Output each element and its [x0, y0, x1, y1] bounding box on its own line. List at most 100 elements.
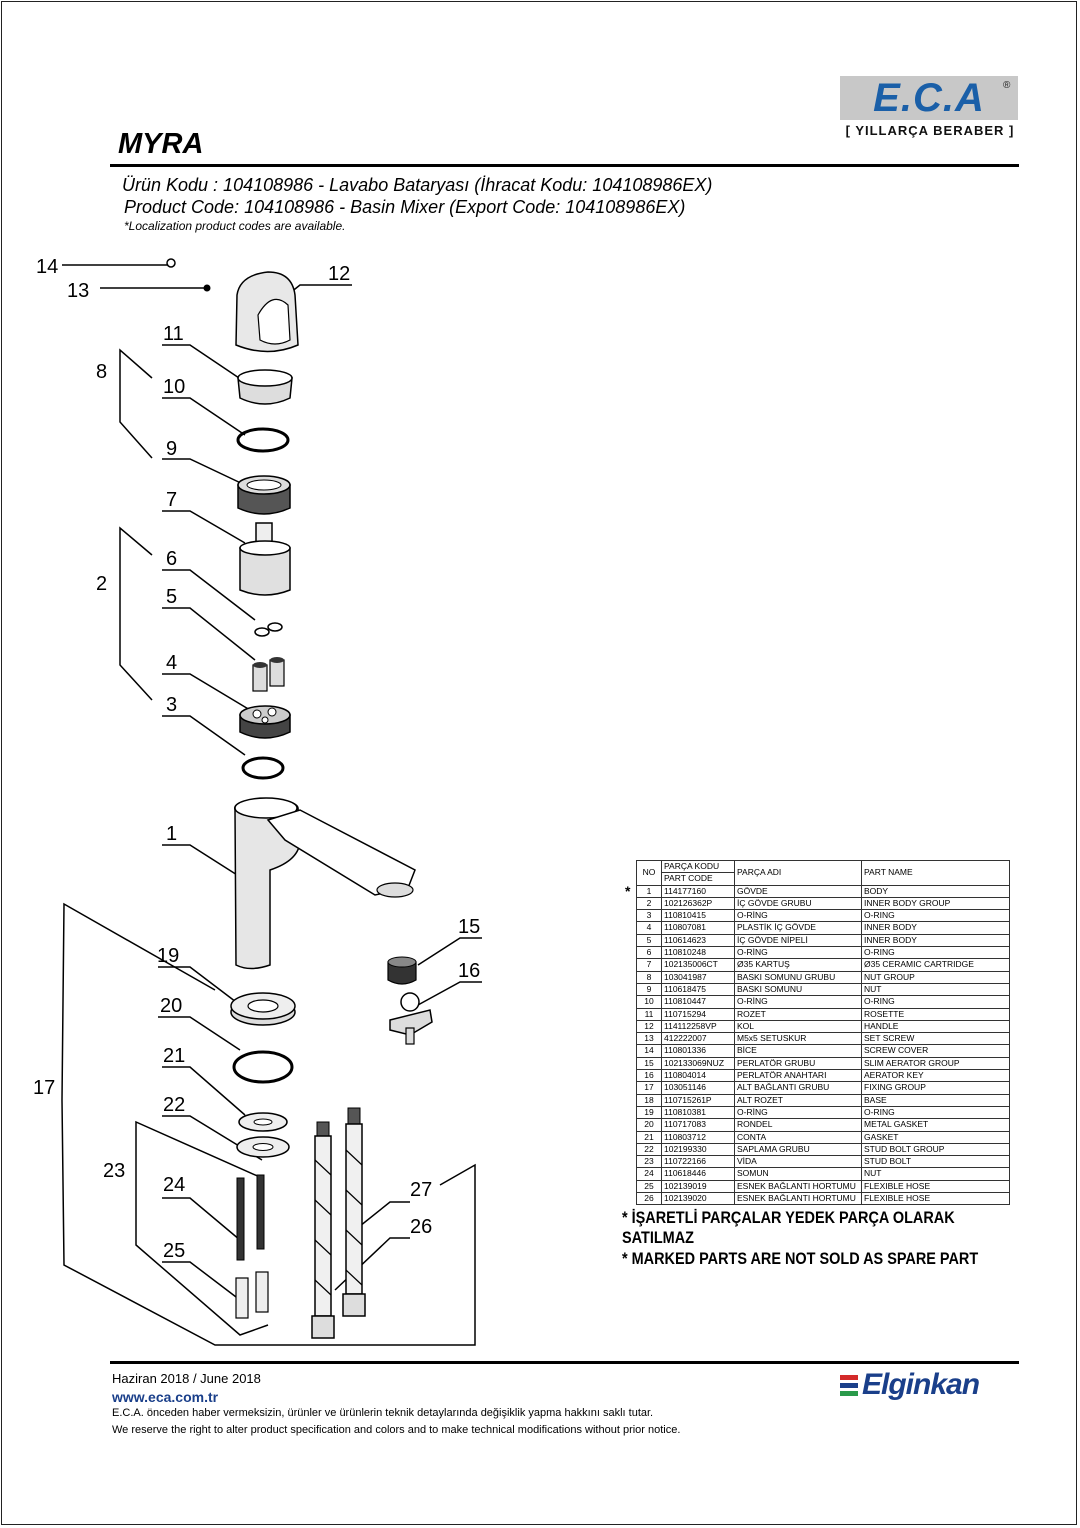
cell-tr: ALT BAĞLANTI GRUBU	[734, 1081, 862, 1095]
cell-tr: PERLATÖR ANAHTARI	[734, 1069, 862, 1083]
nut-25-part	[235, 1271, 269, 1319]
cell-no: 4	[636, 921, 662, 935]
eca-logo: E.C.A	[840, 76, 1018, 120]
o-ring-3-part	[241, 756, 285, 780]
cell-code: 114112258VP	[661, 1019, 735, 1034]
callout-26: 26	[410, 1216, 432, 1238]
cell-en: NUT	[861, 1167, 1010, 1181]
cell-tr: PERLATÖR GRUBU	[734, 1056, 862, 1071]
cell-tr: GÖVDE	[734, 884, 862, 898]
footer-date: Haziran 2018 / June 2018	[112, 1371, 261, 1386]
cell-code: 103051146	[661, 1081, 735, 1095]
cell-no: 1	[636, 884, 662, 898]
flexible-hose-27-part	[342, 1107, 366, 1317]
flexible-hose-26-part	[311, 1121, 335, 1339]
cell-en: BASE	[861, 1093, 1010, 1107]
rosette-part	[237, 369, 293, 405]
footer-divider	[110, 1361, 1019, 1364]
table-header-row-2: PART CODE	[637, 872, 1010, 886]
product-code-tr: Ürün Kodu : 104108986 - Lavabo Bataryası…	[122, 175, 713, 195]
cell-tr: SOMUN	[734, 1167, 862, 1181]
cell-no: 24	[636, 1167, 662, 1181]
cell-no: 17	[636, 1081, 662, 1095]
cell-en: BODY	[861, 884, 1010, 898]
cell-tr: O-RİNG	[734, 946, 862, 960]
nut-part	[237, 475, 291, 515]
cell-no: 18	[636, 1093, 662, 1107]
footer-disclaimer-en: We reserve the right to alter product sp…	[112, 1424, 681, 1436]
stud-bolt-group-part	[236, 1136, 290, 1158]
cell-tr: PLASTİK İÇ GÖVDE	[734, 921, 862, 935]
cell-tr: İÇ GÖVDE GRUBU	[734, 896, 862, 911]
cell-no: 5	[636, 933, 662, 948]
cell-no: 20	[636, 1118, 662, 1132]
callout-7: 7	[166, 489, 177, 511]
base-part	[230, 992, 296, 1026]
cell-en: O-RING	[861, 1105, 1010, 1120]
callout-23: 23	[103, 1160, 125, 1182]
table-header-row: NO PARÇA KODU PARÇA ADI PART NAME	[636, 859, 1010, 886]
cell-en: HANDLE	[861, 1019, 1010, 1034]
product-title: MYRA	[118, 128, 204, 160]
plastic-inner-body-part	[239, 705, 291, 739]
cell-en: FLEXIBLE HOSE	[861, 1179, 1010, 1194]
o-ring-6-part	[254, 622, 283, 637]
elginkan-logo-text: Elginkan	[862, 1368, 980, 1401]
callout-2: 2	[96, 573, 107, 595]
cell-tr: O-RİNG	[734, 1105, 862, 1120]
product-code-en: Product Code: 104108986 - Basin Mixer (E…	[124, 197, 686, 217]
cell-en: O-RING	[861, 909, 1010, 923]
cell-no: 21	[636, 1130, 662, 1144]
callout-1: 1	[166, 823, 177, 845]
callout-13: 13	[67, 280, 89, 302]
aerator-key-part	[389, 992, 433, 1045]
footer-website-link[interactable]: www.eca.com.tr	[112, 1389, 219, 1405]
cell-no: 12	[636, 1019, 662, 1034]
cell-code: 412222007	[661, 1032, 735, 1046]
cell-code: 102199330	[661, 1142, 735, 1157]
cell-code: 110618475	[661, 982, 735, 997]
cell-tr: BASKI SOMUNU	[734, 982, 862, 997]
cell-tr: M5x5 SETUSKUR	[734, 1032, 862, 1046]
callout-3: 3	[166, 694, 177, 716]
inner-body-nipple-part	[252, 657, 285, 692]
callout-12: 12	[328, 263, 350, 285]
eca-logo-text: E.C.A	[873, 76, 985, 120]
elginkan-logo-icon	[840, 1375, 858, 1399]
cell-en: SCREW COVER	[861, 1044, 1010, 1058]
cell-no: 6	[636, 946, 662, 960]
footer-disclaimer-tr: E.C.A. önceden haber vermeksizin, ürünle…	[112, 1407, 654, 1419]
screw-cover-part	[166, 258, 176, 268]
callout-9: 9	[166, 438, 177, 460]
callout-10: 10	[163, 376, 185, 398]
header-name-en: PART NAME	[861, 860, 1010, 886]
body-part	[234, 797, 416, 970]
cell-code: 110804014	[661, 1069, 735, 1083]
callout-19: 19	[157, 945, 179, 967]
cell-en: INNER BODY	[861, 921, 1010, 935]
cell-no: 9	[636, 982, 662, 997]
note-not-spare-en: * MARKED PARTS ARE NOT SOLD AS SPARE PAR…	[622, 1249, 979, 1268]
cell-code: 102139019	[661, 1179, 735, 1194]
cell-no: 10	[636, 995, 662, 1009]
cell-tr: ESNEK BAĞLANTI HORTUMU	[734, 1192, 862, 1206]
cell-tr: ESNEK BAĞLANTI HORTUMU	[734, 1179, 862, 1194]
cell-code: 110810248	[661, 946, 735, 960]
cell-code: 110722166	[661, 1155, 735, 1169]
cell-code: 110618446	[661, 1167, 735, 1181]
cell-tr: CONTA	[734, 1130, 862, 1144]
cell-code: 110715261P	[661, 1093, 735, 1107]
set-screw-part	[203, 284, 211, 292]
cell-en: O-RING	[861, 946, 1010, 960]
